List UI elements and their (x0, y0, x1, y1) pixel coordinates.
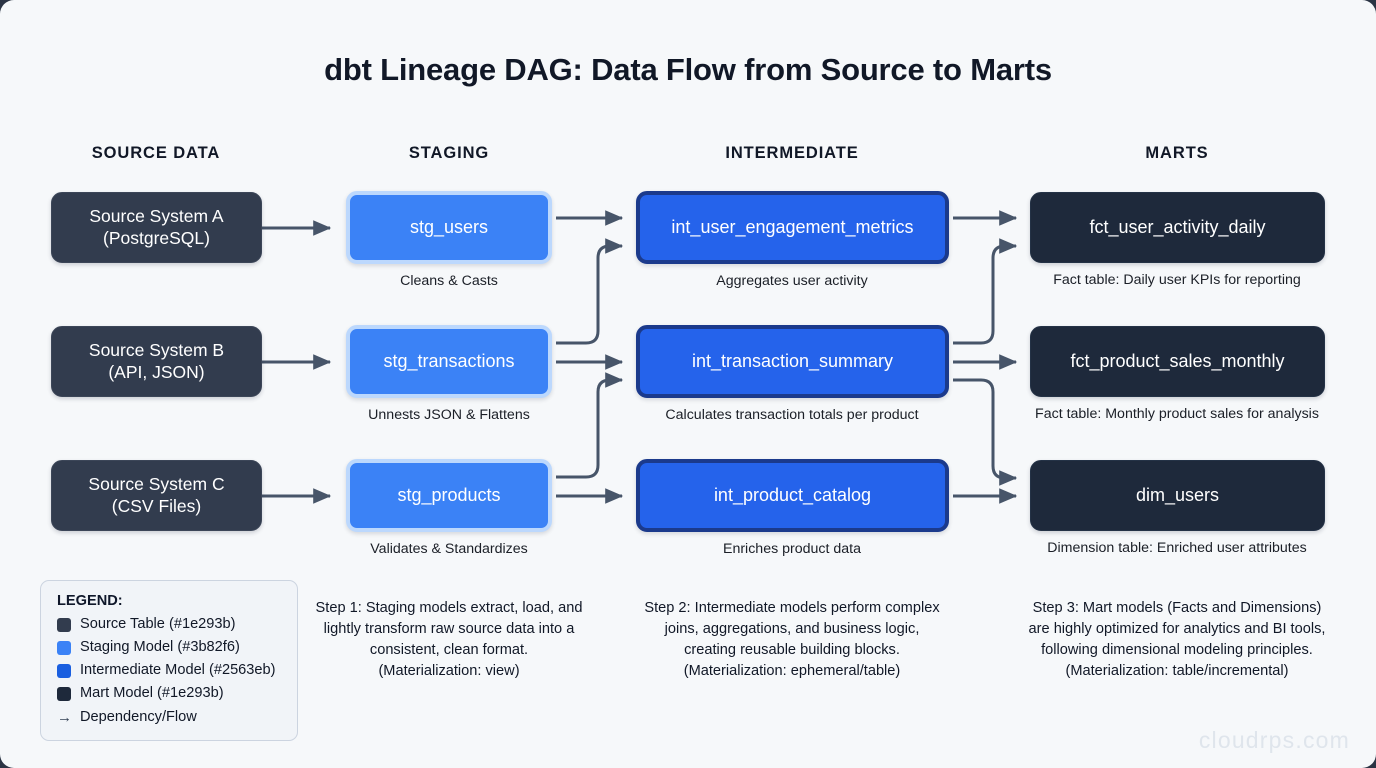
node-mart-1[interactable]: fct_product_sales_monthly (1030, 326, 1325, 397)
arrow-right-icon: → (57, 708, 72, 726)
node-label: int_user_engagement_metrics (671, 216, 914, 237)
column-header-1: STAGING (408, 144, 490, 162)
node-caption-staging-1: Unnests JSON & Flattens (368, 407, 530, 423)
node-source-0[interactable]: Source System A(PostgreSQL) (51, 192, 262, 263)
node-label: int_product_catalog (713, 484, 872, 505)
node-caption-staging-0: Cleans & Casts (400, 273, 498, 289)
legend-item-label: Staging Model (#3b82f6) (80, 639, 240, 656)
node-label: int_transaction_summary (691, 350, 894, 371)
legend-item-0: Source Table (#1e293b) (57, 614, 283, 635)
node-caption-staging-2: Validates & Standardizes (370, 541, 528, 557)
node-label: Source System B(API, JSON) (88, 340, 225, 382)
step-description-2: Step 2: Intermediate models perform comp… (644, 600, 940, 679)
page-title: dbt Lineage DAG: Data Flow from Source t… (324, 52, 1052, 87)
node-label: Source System C(CSV Files) (88, 474, 225, 516)
node-label: stg_users (409, 216, 489, 237)
node-caption-mart-2: Dimension table: Enriched user attribute… (1047, 540, 1307, 556)
color-swatch-icon (57, 640, 71, 655)
legend-item-label: Source Table (#1e293b) (80, 616, 236, 632)
watermark: cloudrps.com (1198, 727, 1350, 753)
node-caption-mart-1: Fact table: Monthly product sales for an… (1035, 406, 1319, 422)
node-mart-0[interactable]: fct_user_activity_daily (1030, 192, 1325, 263)
edge-stg-transactions-to-int-user-engagement (556, 238, 624, 345)
node-staging-1[interactable]: stg_transactions (346, 325, 552, 398)
node-intermediate-1[interactable]: int_transaction_summary (636, 325, 949, 398)
color-swatch-icon (57, 687, 71, 702)
node-source-1[interactable]: Source System B(API, JSON) (51, 326, 262, 397)
node-staging-2[interactable]: stg_products (346, 459, 552, 532)
edge-stg-products-to-int-transaction-summary (556, 372, 624, 479)
legend-item-label: Intermediate Model (#2563eb) (80, 662, 276, 679)
node-mart-2[interactable]: dim_users (1030, 460, 1325, 531)
legend-box: LEGEND: Source Table (#1e293b) Staging Mo… (40, 580, 298, 741)
node-caption-intermediate-2: Enriches product data (722, 541, 862, 557)
node-caption-mart-0: Fact table: Daily user KPIs for reportin… (1053, 272, 1301, 288)
node-intermediate-0[interactable]: int_user_engagement_metrics (636, 191, 949, 264)
legend-items: Source Table (#1e293b) Staging Model (#3b… (57, 614, 283, 728)
node-label: fct_product_sales_monthly (1070, 350, 1285, 371)
node-intermediate-2[interactable]: int_product_catalog (636, 459, 949, 532)
edge-int-transaction-summary-to-dim-users (953, 378, 1018, 486)
node-label: fct_user_activity_daily (1089, 216, 1266, 237)
step-description-3: Step 3: Mart models (Facts and Dimension… (1028, 600, 1326, 679)
node-label: dim_users (1135, 484, 1220, 505)
legend-item-label: Mart Model (#1e293b) (80, 685, 224, 702)
edge-int-transaction-summary-to-fct-user-activity (953, 238, 1018, 345)
legend-item-4: → Dependency/Flow (57, 707, 283, 728)
legend-item-2: Intermediate Model (#2563eb) (57, 660, 283, 681)
node-staging-0[interactable]: stg_users (346, 191, 552, 264)
legend-item-label: Dependency/Flow (80, 708, 197, 725)
column-header-2: INTERMEDIATE (725, 144, 859, 162)
node-caption-intermediate-1: Calculates transaction totals per produc… (665, 407, 919, 423)
color-swatch-icon (57, 617, 71, 632)
node-label: stg_transactions (383, 350, 515, 371)
step-description-1: Step 1: Staging models extract, load, an… (315, 600, 583, 679)
legend-item-3: Mart Model (#1e293b) (57, 683, 283, 704)
column-header-0: SOURCE DATA (91, 144, 221, 162)
color-swatch-icon (57, 663, 71, 678)
node-source-2[interactable]: Source System C(CSV Files) (51, 460, 262, 531)
legend-title: LEGEND: (57, 593, 123, 609)
legend-item-1: Staging Model (#3b82f6) (57, 637, 283, 658)
column-header-3: MARTS (1145, 144, 1209, 162)
node-caption-intermediate-0: Aggregates user activity (716, 273, 868, 289)
node-label: stg_products (397, 484, 501, 505)
node-label: Source System A(PostgreSQL) (89, 206, 224, 248)
